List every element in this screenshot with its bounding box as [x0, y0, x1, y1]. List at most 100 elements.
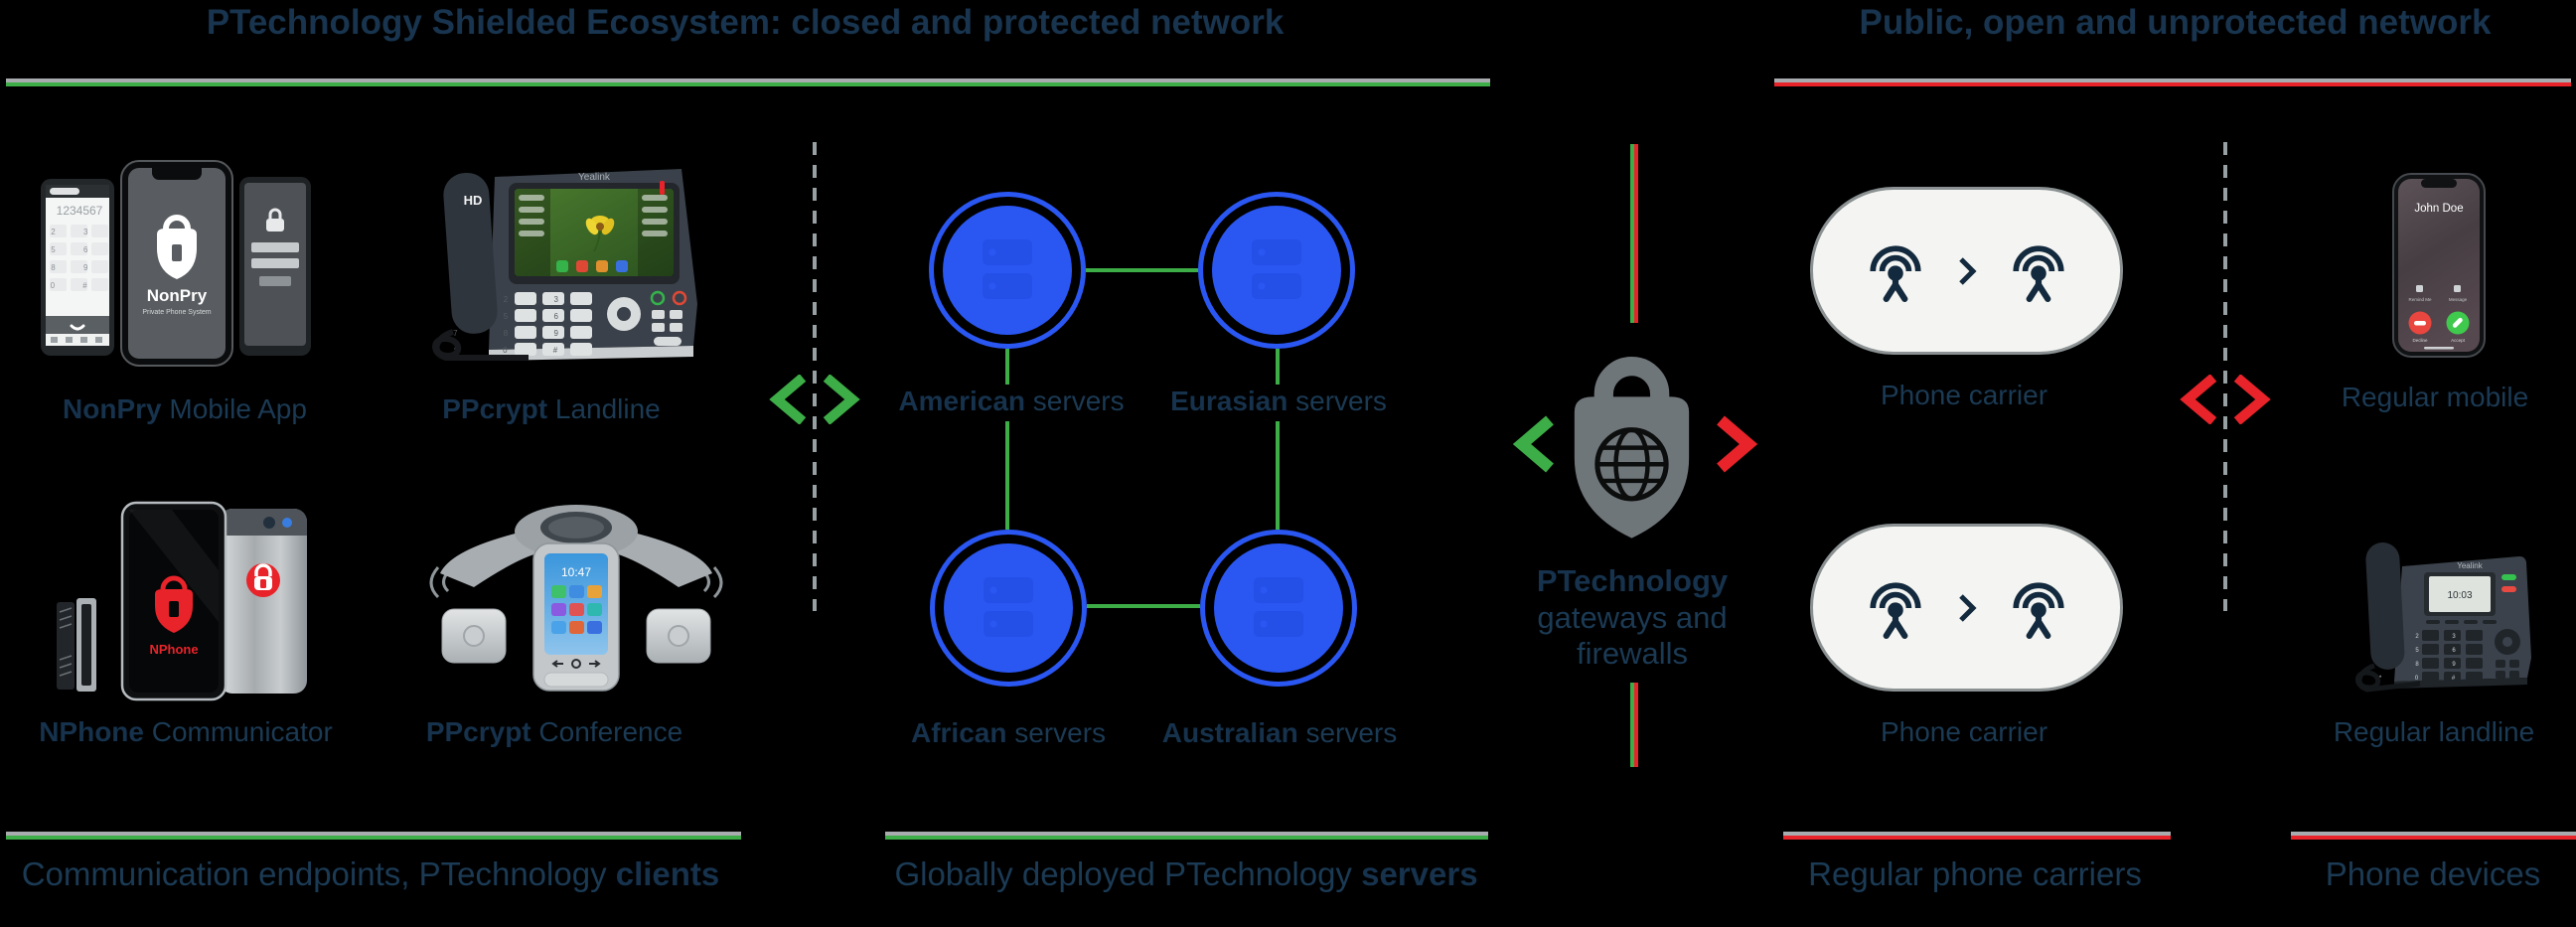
connector-eurasian-australian-a: [1276, 349, 1280, 385]
forward-arrow-icon: [1958, 593, 1977, 622]
server-icon: [984, 577, 1033, 637]
regular-mobile-illustration: John Doe Remind Me Message Decline Accep…: [2392, 173, 2486, 358]
svg-text:Private Phone System: Private Phone System: [142, 309, 211, 316]
label-phone-carrier-top: Phone carrier: [1880, 380, 2048, 410]
separator-clients-servers: [813, 142, 817, 611]
footer-devices-label: Phone devices: [2325, 855, 2541, 892]
footer-clients-label: Communication endpoints, PTechnology cli…: [21, 855, 720, 892]
svg-text:4 5 6: 4 5 6: [453, 312, 580, 321]
handset: [2365, 542, 2405, 670]
svg-text:10:03: 10:03: [2447, 590, 2472, 601]
svg-text:1 2 3: 1 2 3: [25, 228, 100, 236]
header-left-green-bar: [6, 82, 1490, 86]
footer-devices-red-bar: [2291, 836, 2576, 840]
server-icon: [1252, 239, 1301, 299]
header-public-network: Public, open and unprotected network: [1774, 3, 2576, 43]
red-exchange-chevrons: [2180, 375, 2271, 424]
broadcast-tower-icon: [1865, 577, 1926, 639]
brand-phone: NonPry Private Phone System: [120, 160, 233, 367]
svg-text:7 8 9: 7 8 9: [453, 329, 580, 338]
forward-arrow-icon: [1958, 256, 1977, 285]
mic-pod-left: [441, 608, 507, 664]
globe-icon: [1594, 427, 1669, 502]
node-african-servers: [930, 530, 1087, 687]
header-right-gray-bar: [1774, 78, 2571, 82]
login-phone: [239, 177, 311, 356]
handset-cord: [432, 329, 529, 361]
gateway-label-line2: gateways and: [1537, 600, 1728, 635]
nav-row: [551, 659, 601, 669]
svg-text:HD: HD: [464, 193, 483, 208]
node-american-servers: [929, 192, 1086, 349]
label-phone-carrier-bottom: Phone carrier: [1880, 716, 2048, 747]
svg-text:7 8 9: 7 8 9: [25, 263, 100, 272]
svg-text:John Doe: John Doe: [2414, 203, 2463, 215]
mic-pod-right: [646, 608, 711, 664]
header-protected-text: PTechnology Shielded Ecosystem: closed a…: [206, 3, 1285, 42]
phone-carrier-pill-bottom: [1810, 524, 2123, 692]
gateway-line-bottom-red: [1634, 683, 1638, 767]
label-african-servers: African servers: [910, 717, 1107, 748]
header-public-text: Public, open and unprotected network: [1859, 3, 2492, 42]
led-green: [2501, 574, 2516, 580]
connector-american-african-b: [1005, 421, 1009, 530]
svg-text:4 5 6: 4 5 6: [2378, 648, 2471, 654]
screen-app-icons: [556, 260, 628, 272]
call-icon: [70, 324, 85, 331]
svg-text:Yealink: Yealink: [578, 172, 611, 183]
header-right-red-bar: [1774, 82, 2571, 86]
svg-text:10:47: 10:47: [561, 565, 591, 579]
broadcast-tower-icon: [1865, 240, 1926, 302]
call-screen: [2398, 179, 2480, 352]
svg-text:1234567: 1234567: [57, 204, 103, 218]
label-nonpry-mobile-app: NonPry Mobile App: [63, 393, 307, 424]
led-red: [2501, 586, 2516, 592]
server-icon: [983, 239, 1032, 299]
footer-carriers-gray-bar: [1783, 832, 2171, 836]
svg-text:Accept: Accept: [2451, 338, 2466, 343]
footer-carriers-red-bar: [1783, 836, 2171, 840]
label-american-servers: American servers: [898, 386, 1125, 416]
footer-servers-label: Globally deployed PTechnology servers: [894, 855, 1478, 892]
gateway-line-top-red: [1634, 144, 1638, 323]
gateway-line-bottom-green: [1630, 683, 1634, 767]
nonpry-lock-icon: [163, 215, 191, 236]
header-protected-network: PTechnology Shielded Ecosystem: closed a…: [0, 3, 1490, 43]
flower: [585, 216, 615, 252]
svg-text:NonPry: NonPry: [147, 286, 208, 305]
handset: [443, 172, 498, 334]
connector-american-eurasian: [1086, 268, 1198, 272]
status-led: [660, 181, 665, 195]
svg-text:* 0 #: * 0 #: [2379, 676, 2471, 682]
footer-clients-green-bar: [6, 836, 741, 840]
footer-servers-gray-bar: [885, 832, 1488, 836]
header-left-gray-bar: [6, 78, 1490, 82]
svg-text:1 2 3: 1 2 3: [2378, 634, 2471, 640]
connector-eurasian-australian-b: [1276, 421, 1280, 530]
svg-text:Remind Me: Remind Me: [2408, 297, 2432, 302]
label-eurasian-servers: Eurasian servers: [1170, 386, 1387, 416]
svg-text:4 5 6: 4 5 6: [25, 245, 100, 254]
gateway-line-top-green: [1630, 144, 1634, 323]
broadcast-tower-icon: [2008, 577, 2069, 639]
lock-globe-icon: [1574, 357, 1690, 539]
gateway-label-line3: firewalls: [1577, 636, 1688, 671]
connector-african-australian: [1087, 604, 1200, 608]
crypto-module: [57, 598, 96, 692]
svg-text:NPhone: NPhone: [149, 642, 198, 657]
ppcrypt-landline-illustration: Yealink: [432, 169, 697, 361]
lcd-screen: [2429, 576, 2491, 612]
broadcast-tower-icon: [2008, 240, 2069, 302]
connector-american-african-a: [1005, 349, 1009, 385]
lock-icon: [268, 208, 282, 219]
node-eurasian-servers: [1198, 192, 1355, 349]
label-regular-mobile: Regular mobile: [2341, 382, 2529, 412]
nonpry-mobile-app-illustration: 1234567 1 2 3 4 5 6 7 8 9 * 0 #: [25, 160, 311, 367]
red-lock-icon: [160, 575, 188, 596]
label-nphone-communicator: NPhone Communicator: [39, 716, 333, 747]
phone-back: [220, 509, 307, 694]
handset-cord: [2355, 663, 2421, 693]
svg-text:* 0 #: * 0 #: [454, 346, 579, 355]
gateway-chevron-green: [1512, 415, 1554, 473]
